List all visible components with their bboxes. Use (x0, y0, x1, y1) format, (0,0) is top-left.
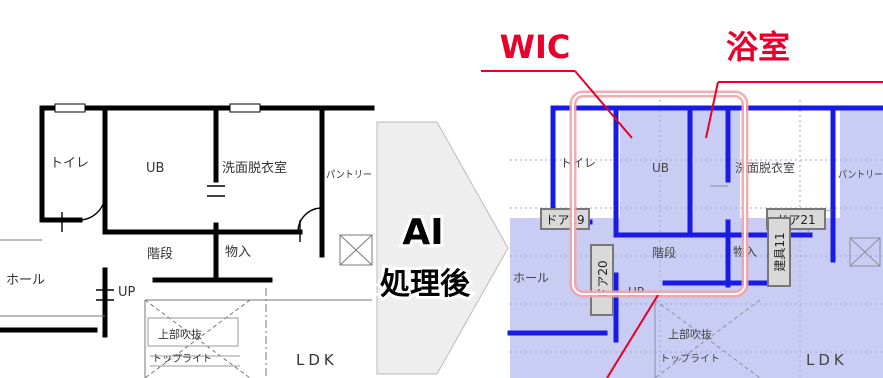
room-label-ldk: LDK (296, 351, 338, 369)
arrow-label-ai: AI (402, 212, 443, 253)
room-label-void: 上部吹抜 (668, 327, 712, 341)
highlight-box (572, 93, 746, 295)
original-floor-plan: トイレ UB 洗面脱衣室 パントリー 階段 物入 ホール UP 上部吹抜 トップ… (0, 90, 375, 378)
room-label-toplight: トップライト (152, 353, 212, 365)
original-thin-lines (0, 234, 373, 378)
window (229, 103, 261, 113)
original-stair-hatch (147, 317, 240, 367)
stair-box (147, 317, 239, 347)
original-doors (61, 185, 323, 301)
window (54, 103, 86, 113)
door-swing (297, 207, 323, 233)
door-swing (79, 194, 106, 221)
room-label-pantry: パントリー (326, 169, 372, 181)
room-label-toilet: トイレ (50, 156, 89, 171)
room-label-washroom: 洗面脱衣室 (735, 160, 795, 175)
callout-bath-label: 浴室 (726, 28, 790, 66)
room-label-storage: 物入 (225, 245, 251, 260)
arrow-label-processed: 処理後 (380, 267, 471, 302)
room-label-stairs: 階段 (147, 247, 173, 262)
processed-room-labels: トイレ UB 洗面脱衣室 パントリー 階段 物入 ホール UP 上部吹抜 トップ… (513, 156, 883, 369)
processed-floor-plan: トイレ UB 洗面脱衣室 パントリー 階段 物入 ホール UP 上部吹抜 トップ… (507, 90, 883, 378)
original-windows (54, 103, 261, 113)
room-label-ub: UB (146, 161, 164, 176)
callout-wic-label: WIC (500, 28, 571, 66)
arrow-chevron (376, 121, 509, 375)
room-fill (620, 108, 740, 218)
callout-stair-leader (606, 294, 659, 378)
process-arrow: AI 処理後 (376, 121, 509, 375)
room-label-ldk: LDK (806, 351, 848, 369)
processed-tags: ドア19 ドア21 ドア20 建具11 (540, 208, 826, 316)
callout-wic-leader (574, 70, 633, 139)
fixture-box (339, 234, 373, 266)
tag-fixture11-label: 建具11 (773, 232, 787, 271)
fixture-box (849, 237, 881, 267)
room-label-up: UP (118, 285, 136, 300)
tag-door20-label: ドア20 (596, 260, 610, 299)
wall (39, 105, 83, 223)
room-label-void: 上部吹抜 (158, 327, 202, 341)
thin-line (339, 234, 373, 266)
processed-dotted-grid (510, 100, 883, 378)
callout-bath-leader (705, 81, 719, 139)
callouts: WIC 浴室 (481, 28, 883, 378)
tag-door19-label: ドア19 (545, 213, 584, 227)
processed-faint-lines (654, 185, 881, 378)
original-walls (0, 105, 375, 338)
room-label-toplight: トップライト (660, 353, 720, 365)
room-fill (840, 108, 883, 218)
room-label-toilet: トイレ (560, 156, 596, 170)
tag-fixture11 (767, 217, 791, 287)
room-label-hall: ホール (513, 271, 549, 285)
room-label-pantry: パントリー (838, 169, 883, 181)
original-room-labels: トイレ UB 洗面脱衣室 パントリー 階段 物入 ホール UP 上部吹抜 トップ… (6, 156, 372, 369)
tag-door19 (540, 208, 590, 230)
room-label-washroom: 洗面脱衣室 (222, 160, 287, 176)
room-label-hall: ホール (6, 273, 45, 288)
void-diagonal (654, 299, 761, 378)
room-label-stairs: 階段 (652, 245, 676, 260)
thin-line (849, 237, 881, 267)
void-diagonal (144, 299, 251, 378)
room-label-ub: UB (652, 161, 669, 175)
